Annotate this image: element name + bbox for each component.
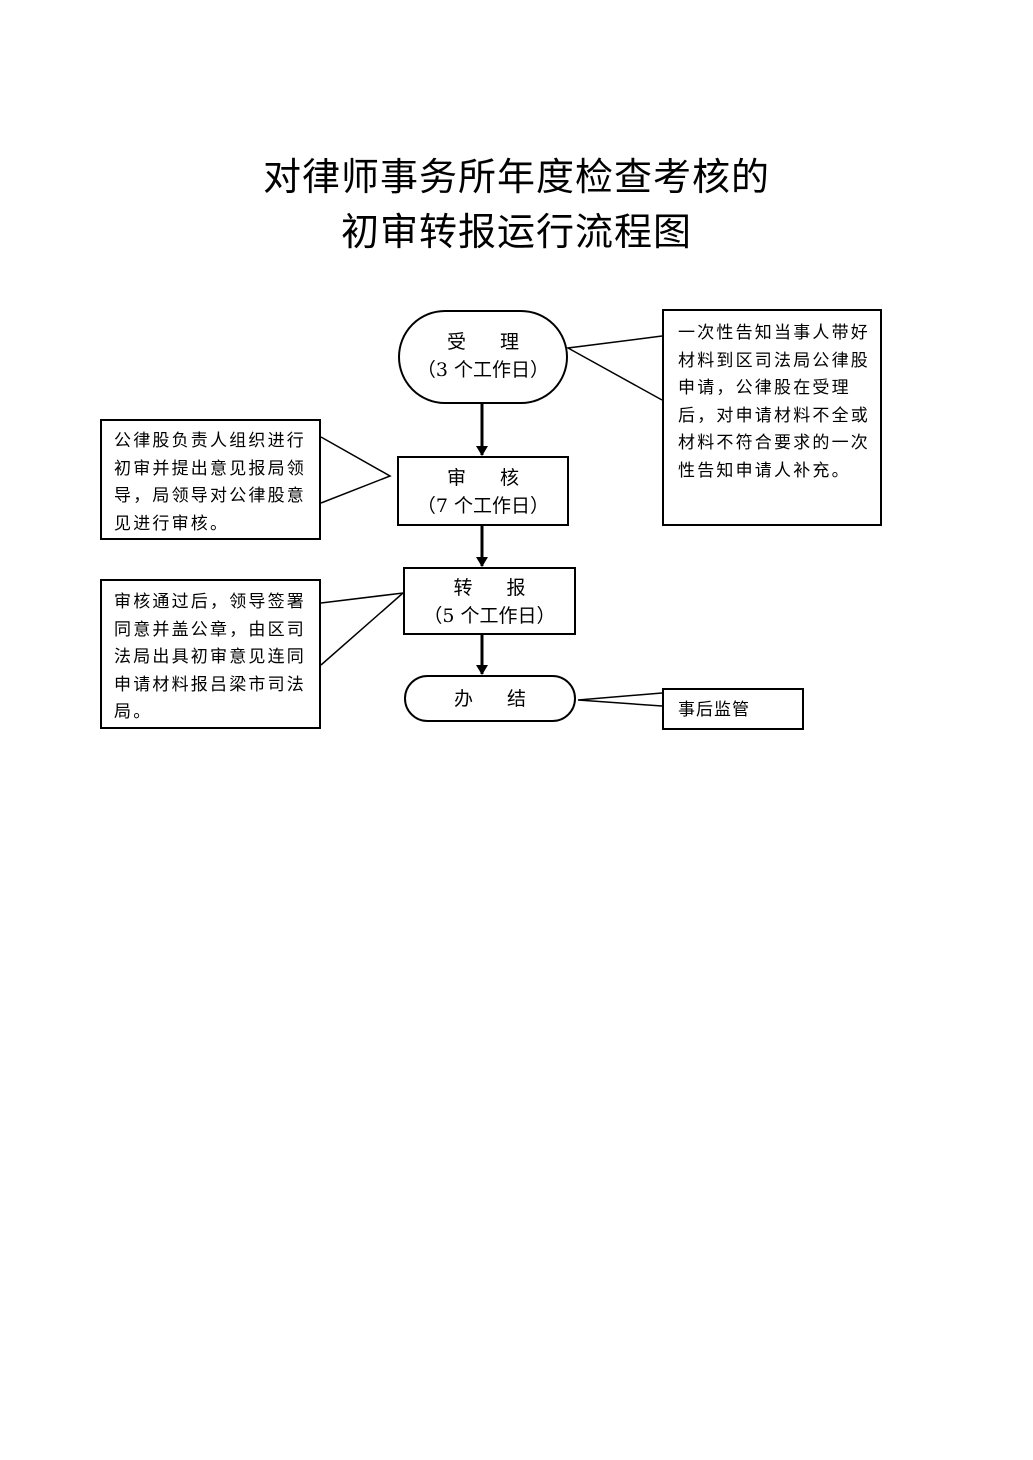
callout-pointer-review	[320, 436, 392, 504]
note-supervise: 事后监管	[662, 688, 804, 730]
callout-pointer-report	[320, 591, 406, 666]
step-report-duration: （5 个工作日）	[423, 605, 556, 627]
step-review-duration: （7 个工作日）	[416, 495, 550, 517]
diagram-title-line-2: 初审转报运行流程图	[340, 210, 692, 254]
note-review: 公律股负责人组织进行初审并提出意见报局领导，局领导对公律股意见进行审核。	[100, 419, 321, 540]
note-accept: 一次性告知当事人带好材料到区司法局公律股申请，公律股在受理后，对申请材料不全或材…	[662, 309, 882, 526]
callout-pointer-supervise	[577, 692, 663, 707]
step-accept: 受 理 （3 个工作日）	[398, 310, 568, 404]
step-report: 转 报 （5 个工作日）	[403, 567, 576, 635]
callout-pointer-accept	[565, 335, 663, 401]
step-finish-label: 办 结	[453, 688, 541, 710]
step-review-label: 审 核	[446, 467, 534, 489]
step-finish: 办 结	[404, 675, 576, 722]
step-accept-label: 受 理	[446, 331, 534, 353]
step-accept-duration: （3 个工作日）	[416, 359, 550, 381]
diagram-title-line-1: 对律师事务所年度检查考核的	[262, 155, 770, 199]
step-review: 审 核 （7 个工作日）	[397, 456, 569, 526]
step-report-label: 转 报	[453, 577, 540, 599]
note-report: 审核通过后，领导签署同意并盖公章，由区司法局出具初审意见连同申请材料报吕梁市司法…	[100, 579, 321, 729]
